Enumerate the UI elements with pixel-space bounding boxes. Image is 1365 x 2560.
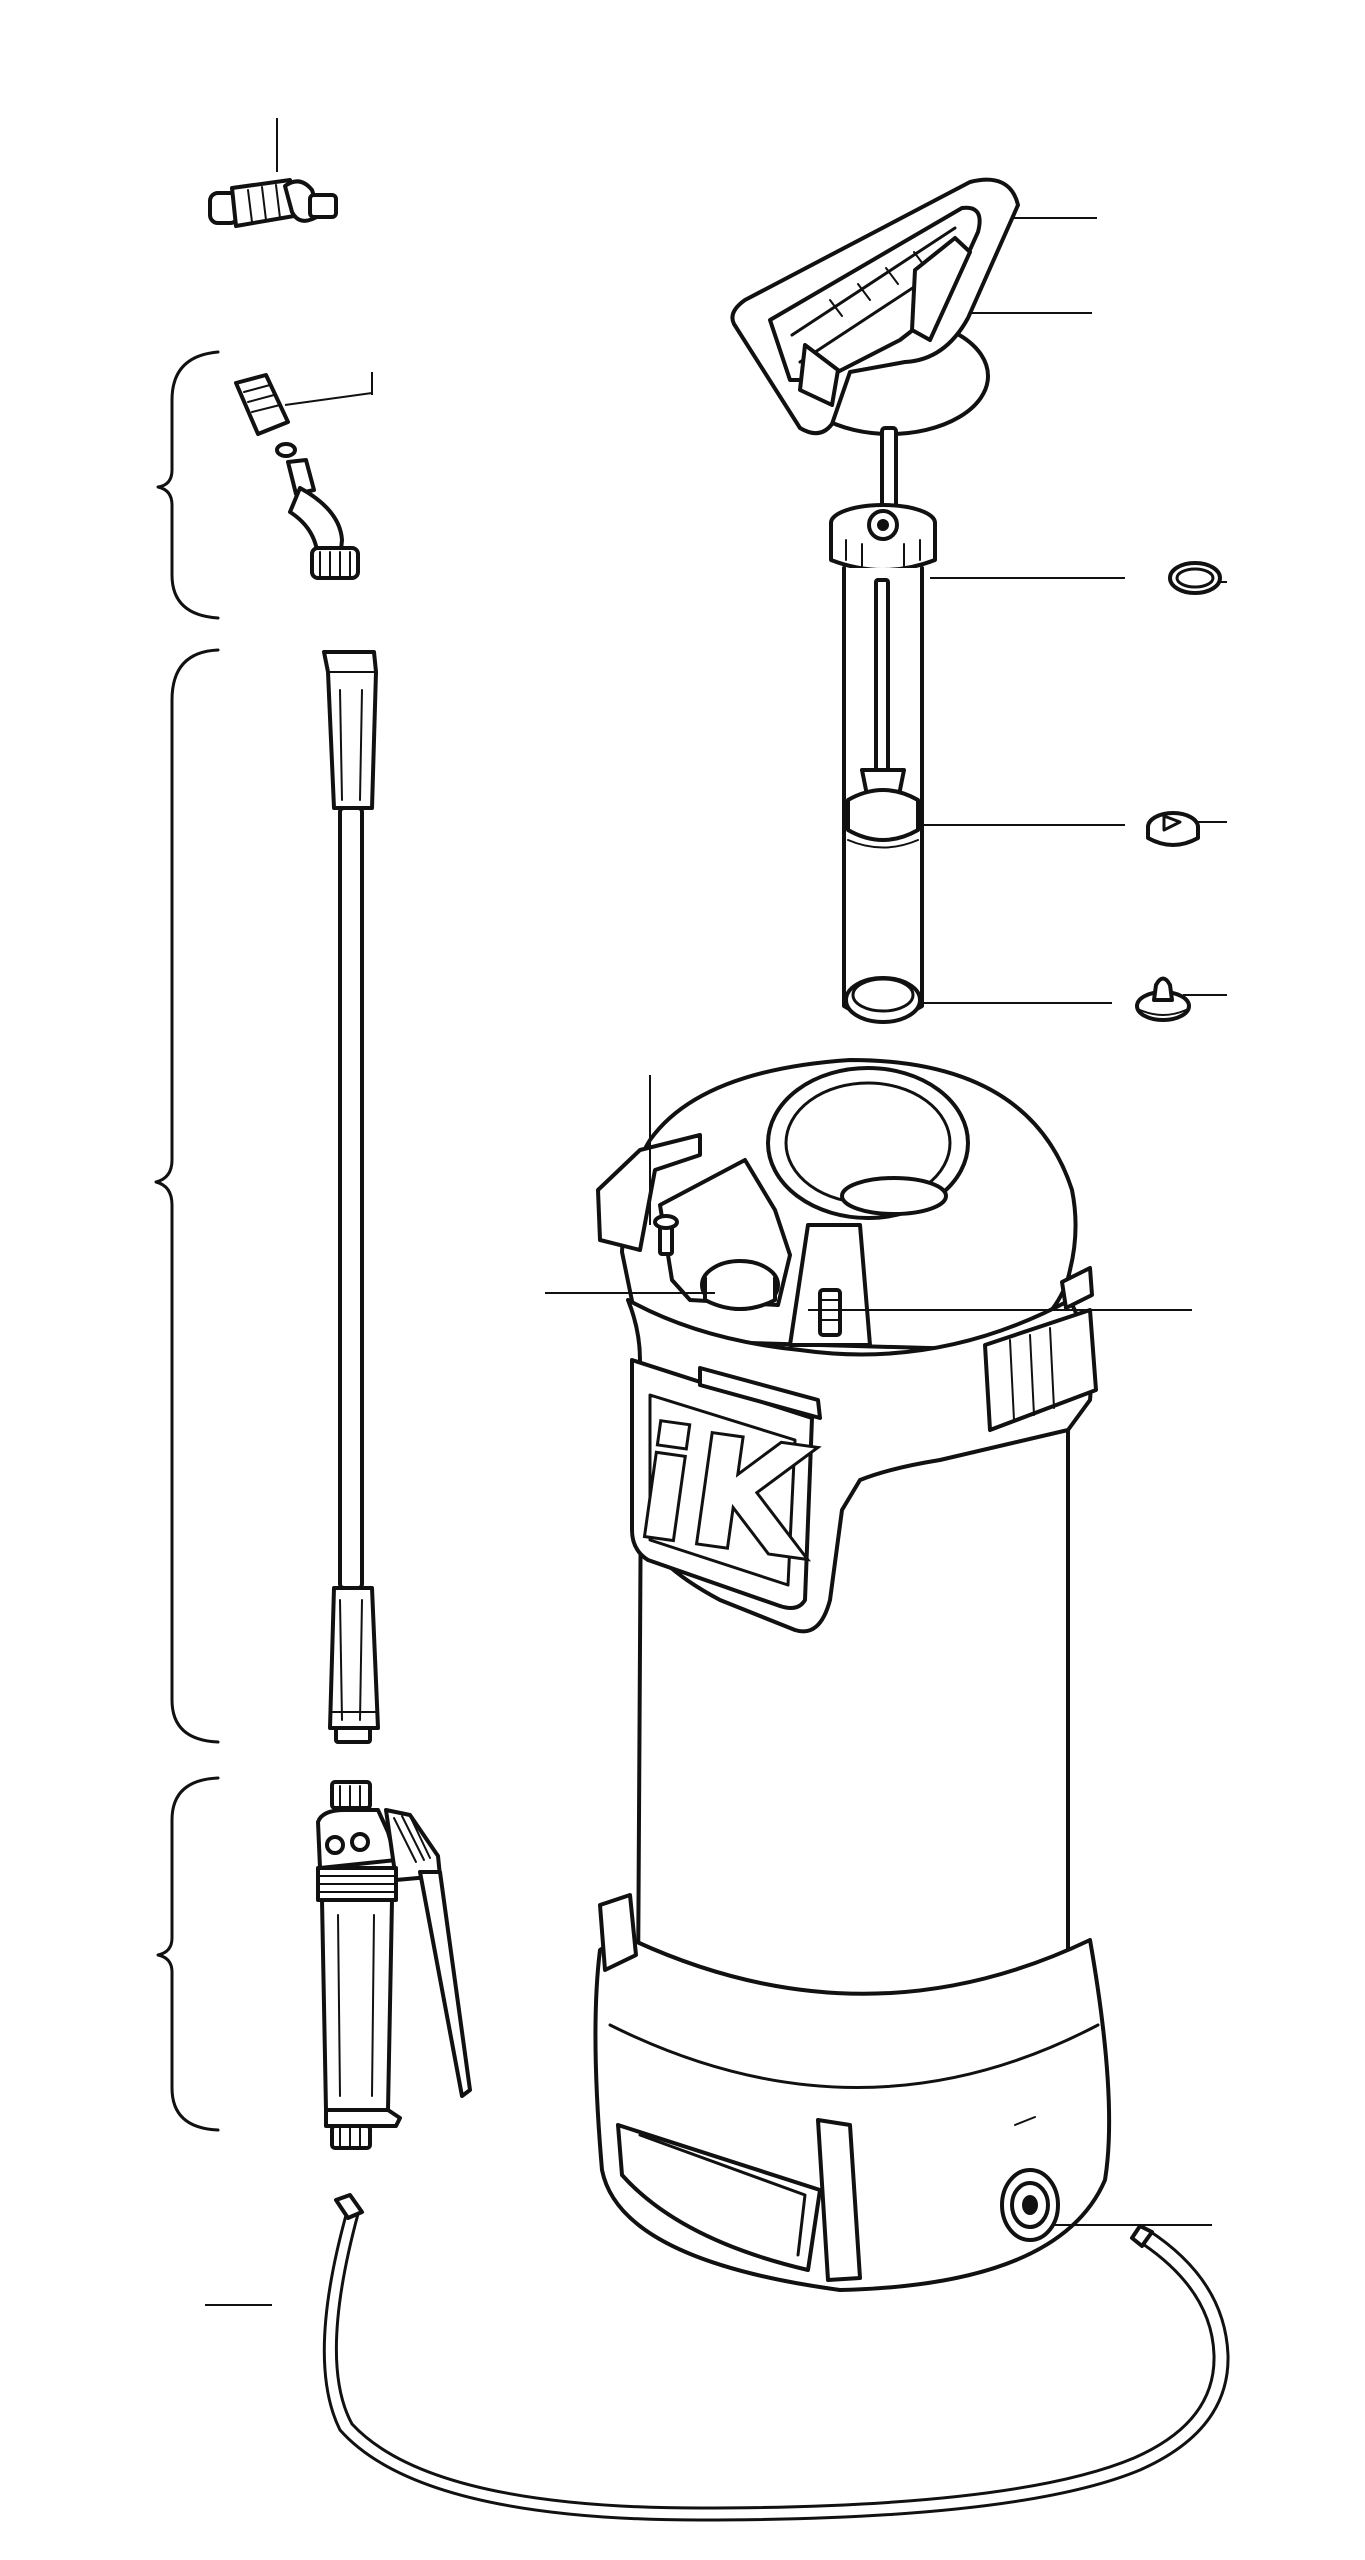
adjustable-nozzle-assembly (156, 350, 373, 620)
base-valve (1000, 2168, 1212, 2242)
leader-line (284, 392, 373, 406)
group-brace (156, 350, 220, 620)
pump-cylinder (829, 503, 1125, 1024)
filler-stud (818, 1288, 842, 1337)
trigger-valve (156, 1776, 472, 2150)
o-ring (1168, 561, 1227, 595)
angled-nozzle (208, 118, 338, 228)
tank-body: iK (545, 1058, 1212, 2292)
piston-seal (1146, 811, 1227, 847)
spray-hose (205, 2193, 1230, 2522)
spray-lance (154, 648, 380, 1744)
check-valve (1135, 976, 1227, 1022)
pump-handle (730, 177, 1097, 510)
group-brace (154, 648, 220, 1744)
pressure-relief-valve (649, 1075, 679, 1256)
brand-logo: iK (629, 1397, 824, 1593)
group-brace (156, 1776, 220, 2132)
